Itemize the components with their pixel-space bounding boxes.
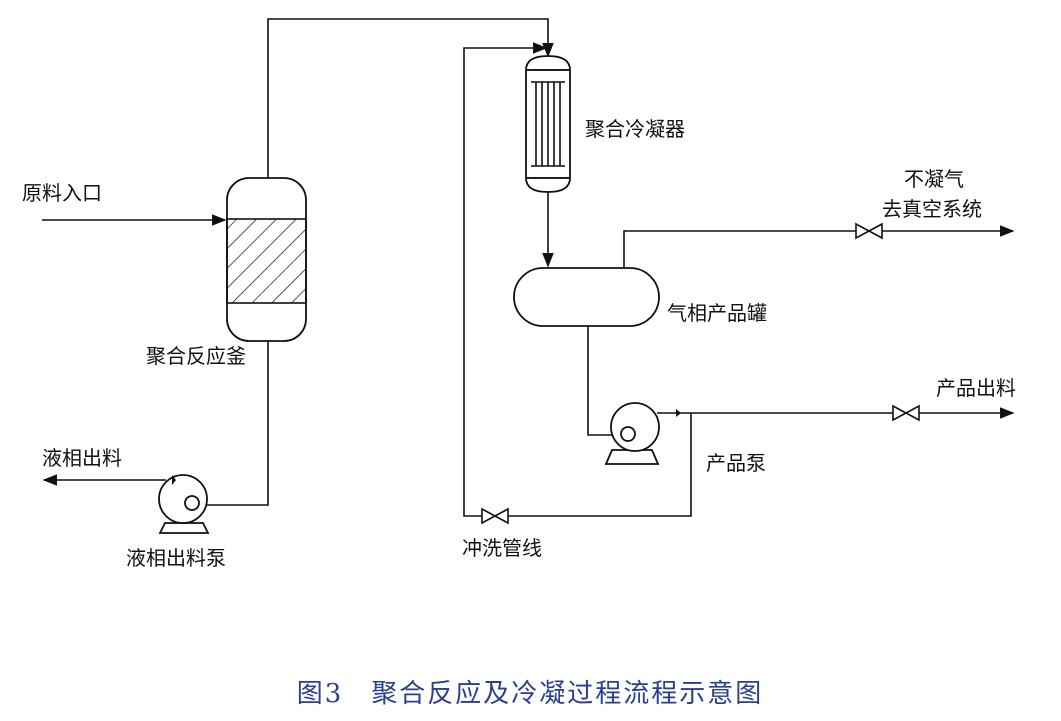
condenser <box>525 55 571 193</box>
gas-tank-label: 气相产品罐 <box>667 301 767 325</box>
gas-product-tank <box>513 267 660 327</box>
flush-line-label: 冲洗管线 <box>462 536 542 560</box>
reactor-label: 聚合反应釜 <box>146 344 246 368</box>
liquid-pump-label: 液相出料泵 <box>126 546 226 570</box>
product-outlet-label: 产品出料 <box>936 376 1016 400</box>
reactor-bottom-line <box>198 341 269 506</box>
condenser-label: 聚合冷凝器 <box>585 117 685 141</box>
figure-caption: 图3 聚合反应及冷凝过程流程示意图 <box>297 679 764 709</box>
product-valve-icon <box>892 404 920 422</box>
product-pump-icon <box>604 402 660 465</box>
vent-line <box>623 230 856 268</box>
tank-outlet-line <box>587 326 620 436</box>
liquid-pump-icon <box>158 474 210 534</box>
flush-line <box>508 413 692 517</box>
flush-valve-icon <box>481 507 509 525</box>
feed-inlet-label: 原料入口 <box>22 181 102 205</box>
vent-valve-icon <box>855 222 883 240</box>
product-pump-label: 产品泵 <box>706 451 766 475</box>
liquid-outlet-label: 液相出料 <box>42 446 122 470</box>
reactor-vapor-line <box>267 18 554 178</box>
vacuum-label: 去真空系统 <box>882 197 982 221</box>
reactor <box>226 177 307 342</box>
noncondensable-label: 不凝气 <box>904 167 964 191</box>
